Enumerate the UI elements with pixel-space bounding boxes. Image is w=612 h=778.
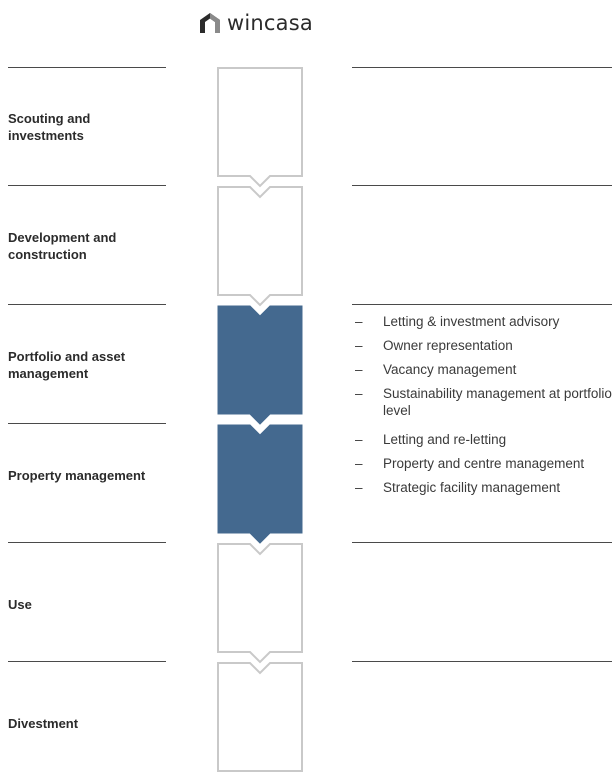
bullets-property: –Letting and re-letting –Property and ce… [355, 431, 612, 503]
stage-label-portfolio: Portfolio and asset management [8, 349, 126, 381]
chevron-stage-2 [217, 186, 303, 307]
stage-label-development: Development and construction [8, 230, 117, 262]
stage-label-property: Property management [8, 468, 146, 483]
bullet-item: –Vacancy management [355, 362, 517, 377]
chevron-stage-4 [217, 424, 303, 544]
chevron-stage-3 [217, 305, 303, 425]
stage-label-use: Use [8, 597, 32, 612]
chevron-stage-5 [217, 543, 303, 664]
stage-label-scouting: Scouting and investments [8, 111, 91, 143]
bullets-portfolio: –Letting & investment advisory –Owner re… [355, 313, 612, 426]
wincasa-logo: wincasa [199, 8, 313, 38]
bullet-item: –Letting and re-letting [355, 432, 507, 447]
chevron-stage-1 [217, 67, 303, 188]
bullet-item: –Strategic facility management [355, 480, 561, 495]
bullet-item: –Sustainability management at portfolio … [355, 386, 612, 418]
stage-divider [8, 423, 166, 424]
stage-divider [352, 304, 612, 305]
process-chevron-column [217, 67, 303, 772]
stage-divider [352, 67, 612, 68]
bullet-item: –Property and centre management [355, 456, 585, 471]
stage-label-divestment: Divestment [8, 716, 79, 731]
stage-divider [8, 661, 166, 662]
stage-divider [352, 542, 612, 543]
bullet-item: –Owner representation [355, 338, 513, 353]
stage-divider [8, 542, 166, 543]
bullet-item: –Letting & investment advisory [355, 314, 560, 329]
stage-divider [8, 67, 166, 68]
logo-text: wincasa [227, 11, 313, 35]
stage-divider [352, 185, 612, 186]
chevron-stage-6 [217, 662, 303, 772]
stage-divider [8, 185, 166, 186]
house-roof-icon [200, 13, 220, 33]
stage-divider [8, 304, 166, 305]
stage-divider [352, 661, 612, 662]
